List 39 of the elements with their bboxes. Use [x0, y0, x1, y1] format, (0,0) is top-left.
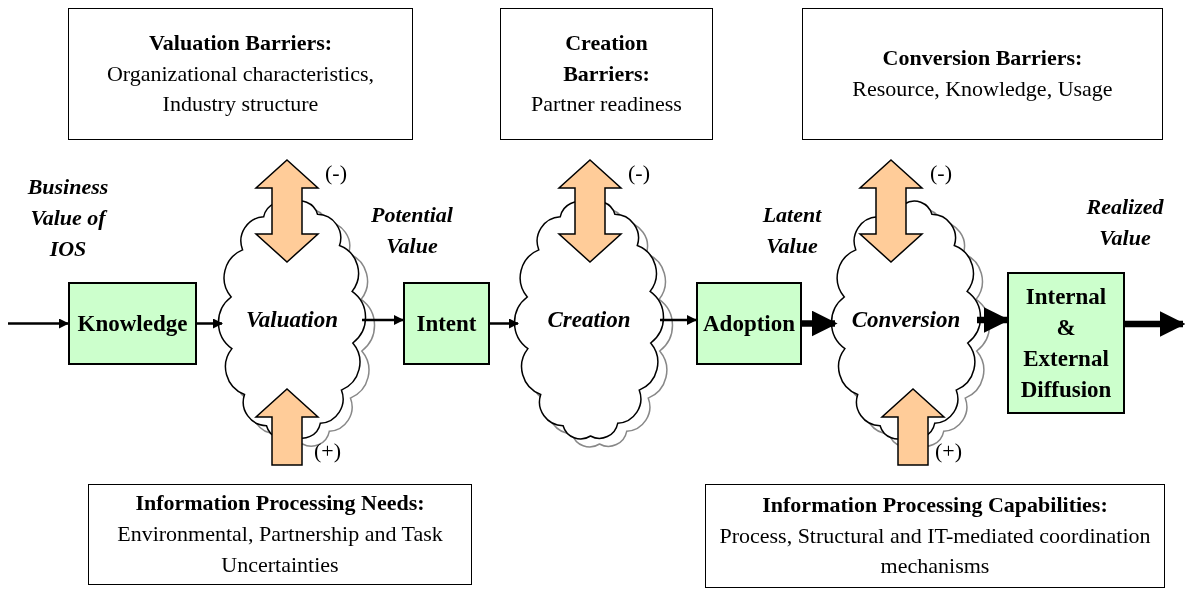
box-body: Organizational characteristics, Industry structure [105, 59, 376, 119]
text-box [88, 484, 472, 585]
box-heading: Valuation Barriers: [148, 28, 333, 57]
edge-label: (-) [930, 162, 952, 184]
arrow [1125, 311, 1185, 337]
edge-label: (+) [935, 440, 963, 462]
arrow [362, 315, 404, 325]
process-box: Adoption [696, 282, 802, 365]
text-box [802, 8, 1163, 140]
box-heading: Conversion Barriers: [882, 44, 1083, 73]
box-heading: Information Processing Capabilities: [762, 490, 1108, 519]
arrow [197, 318, 223, 329]
process-box: Knowledge [68, 282, 197, 365]
block-arrow [880, 388, 946, 466]
edge-label: (-) [325, 162, 347, 184]
block-arrow [858, 159, 924, 263]
block-arrow [254, 388, 320, 466]
value-label: Realized Value [1085, 193, 1165, 252]
value-label: Latent Value [761, 201, 823, 260]
process-box: Internal & External Diffusion [1007, 272, 1125, 414]
box-body: Process, Structural and IT-mediated coordination mechanisms [718, 521, 1152, 581]
edge-label: (-) [628, 162, 650, 184]
text-box [705, 484, 1165, 588]
edge-label: (+) [314, 440, 342, 462]
box-body: Partner readiness [531, 90, 682, 119]
value-label: Business Value of IOS [26, 173, 110, 263]
block-arrow [254, 159, 320, 263]
box-body: Resource, Knowledge, Usage [852, 75, 1113, 103]
text-box [500, 8, 713, 140]
text-box [68, 8, 413, 140]
box-body: Environmental, Partnership and Task Uncertainties [116, 520, 444, 579]
process-box: Intent [403, 282, 490, 365]
arrow [490, 318, 519, 329]
arrow [8, 318, 69, 329]
value-label: Potential Value [370, 201, 454, 260]
box-heading: Information Processing Needs: [135, 489, 425, 518]
box-heading: Creation Barriers: [562, 28, 651, 88]
block-arrow [557, 159, 623, 263]
arrow [660, 315, 697, 325]
